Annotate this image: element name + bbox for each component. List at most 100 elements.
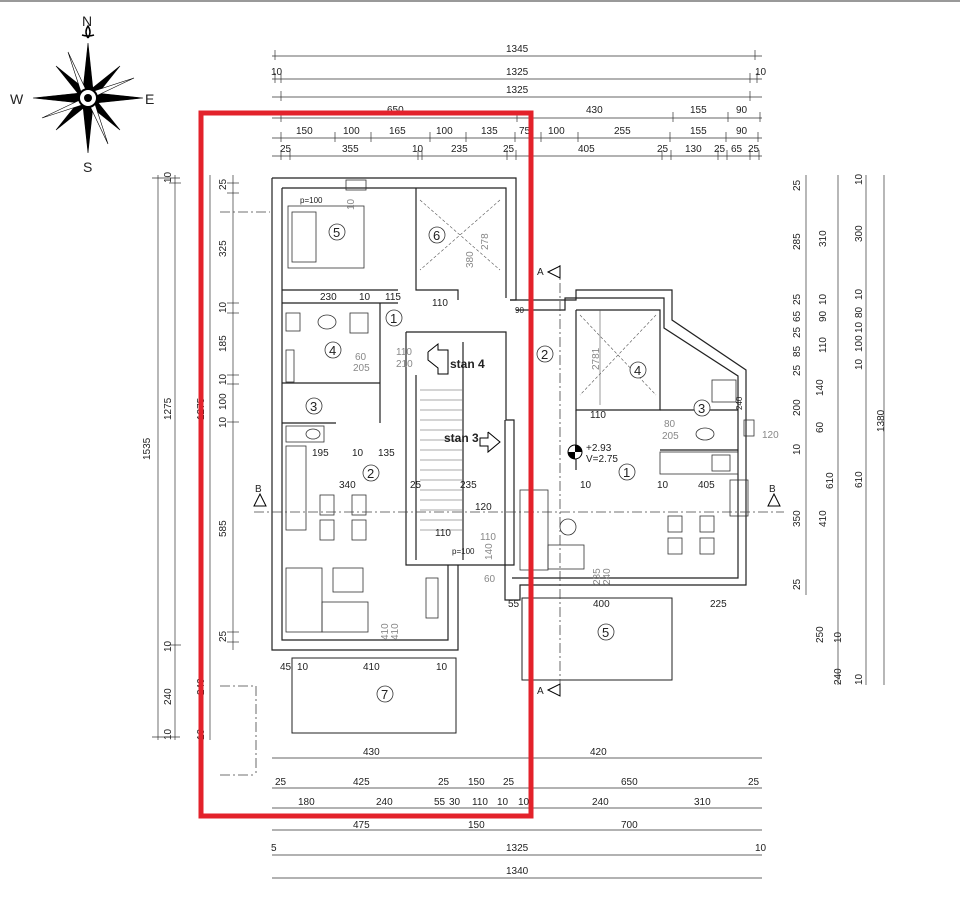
interior-dimensions-part: 225 (710, 599, 727, 610)
interior-dimensions-part: 135 (378, 448, 395, 459)
left-dimension-text-part: 25 (218, 178, 229, 190)
right-dimension-text-part: 85 (792, 345, 803, 357)
compass-s: S (83, 159, 92, 175)
interior-dimensions-part: 235 (460, 480, 477, 491)
room-markers (305, 223, 711, 703)
interior-dimensions-part: 10 (580, 480, 592, 491)
top-dimension-text-part: 130 (685, 144, 702, 155)
interior-dimensions-part: 10 (436, 662, 448, 673)
room-7: 7 (381, 687, 388, 702)
right-unit-furniture-part (659, 451, 739, 475)
interior-dimensions-part: 10 (657, 480, 669, 491)
interior-dimensions-part: 110 (480, 532, 496, 543)
bottom-dimension-text-part: 25 (275, 777, 287, 788)
bottom-dimension-text-part: 650 (621, 777, 638, 788)
bottom-dimension-text-part: 420 (590, 747, 607, 758)
right-unit-furniture-part (547, 544, 585, 570)
right-dimension-text-part: 65 (792, 310, 803, 322)
left-dimension-lines (152, 175, 239, 740)
top-dimension-text-part: 100 (436, 126, 453, 137)
right-dimension-text-part: 350 (792, 510, 803, 527)
bottom-dimension-lines (272, 757, 762, 879)
interior-dimensions-part: 410 (363, 662, 380, 673)
top-dimension-text-part: 255 (614, 126, 631, 137)
left-dimension-text-part: 25 (218, 630, 229, 642)
left-unit-walls-part (271, 178, 459, 651)
left-dimension-text: 1535 10 1275 10 240 10 25 325 10 185 10 … (142, 171, 229, 740)
left-unit-furniture-part (287, 205, 365, 269)
top-dimension-ticks (274, 50, 761, 160)
right-unit-furniture-part (711, 379, 737, 403)
interior-dimensions-part: 60 (484, 574, 496, 585)
section-markers-part (546, 265, 561, 279)
room-5-left: 5 (333, 225, 340, 240)
room-markers-part (385, 309, 403, 327)
left-dimension-text-part: 100 (218, 393, 229, 410)
right-dimension-text-part: 100 (854, 335, 865, 352)
room-markers-part (324, 341, 342, 359)
compass-rose-icon: N S E W (10, 13, 154, 175)
right-unit-furniture-part (519, 489, 549, 571)
right-dimension-text-part: 10 (854, 173, 865, 185)
stan-3-arrow-part (479, 431, 501, 454)
interior-dimensions-part: 45 (280, 662, 292, 673)
highlight-rectangle (198, 110, 534, 819)
stan-4-arrow-part (427, 342, 449, 375)
right-dimension-text-part: 80 (854, 306, 865, 318)
bottom-dimension-text-part: 110 (472, 797, 488, 808)
interior-dims-vertical-part: 240 (735, 396, 744, 410)
left-dimension-text-part: 10 (218, 301, 229, 313)
right-dimension-text-part: 410 (818, 510, 829, 527)
room-1-left: 1 (390, 311, 397, 326)
left-unit-walls-part (405, 331, 515, 566)
interior-dimensions-part: 110 (432, 298, 448, 309)
left-unit-walls-part (282, 187, 507, 298)
left-stairs-part (419, 199, 501, 271)
right-unit-furniture (519, 379, 755, 571)
right-dimension-text-part: 200 (792, 399, 803, 416)
bottom-dimension-text-part: 700 (621, 820, 638, 831)
top-dimension-text-part: 155 (690, 105, 707, 116)
top-dimension-text-part: 25 (657, 144, 669, 155)
interior-dimensions-part: 110 (590, 410, 606, 421)
right-unit-furniture-part (729, 479, 749, 517)
right-dimension-text-part: 10 (854, 358, 865, 370)
right-dimension-text-part: 610 (825, 472, 836, 489)
right-unit-furniture-part (667, 515, 683, 533)
bottom-dimension-text-part: 25 (438, 777, 450, 788)
interior-dims-vertical-part: 278 (480, 233, 491, 250)
room-markers-part (536, 345, 554, 363)
bottom-dimension-text-part: 10 (755, 843, 767, 854)
interior-dims-vertical-part: 380 (465, 251, 476, 268)
left-unit-furniture-part (285, 312, 301, 332)
left-unit-furniture-part (319, 494, 335, 516)
bottom-dimension-text-part: 240 (376, 797, 393, 808)
interior-dimensions-part: 195 (312, 448, 329, 459)
right-dimension-lines (805, 175, 885, 685)
left-dimension-text-part: 10 (218, 416, 229, 428)
bottom-dimension-text-part: 150 (468, 820, 485, 831)
right-dimension-text-part: 10 (854, 673, 865, 685)
interior-dims-vertical-part: 10 (346, 198, 357, 210)
left-dimension-text-part: 585 (218, 520, 229, 537)
compass-rose-icon-part (84, 94, 92, 102)
bottom-dimension-text-part: 430 (363, 747, 380, 758)
right-dimension-text-part: 25 (792, 578, 803, 590)
left-dimension-text-part: 10 (163, 171, 174, 183)
section-b-left: B (255, 484, 262, 495)
left-dimension-text-part: 10 (163, 728, 174, 740)
right-unit-walls-part (575, 309, 661, 411)
level-text-2: V=2.75 (586, 454, 618, 465)
bottom-dimension-text-part: 1325 (506, 843, 529, 854)
bottom-dimension-text-part: 5 (271, 843, 277, 854)
balcony-5 (521, 597, 673, 681)
right-stairs (579, 310, 657, 405)
interior-dims-vertical-part: 410 (380, 623, 391, 640)
top-dimension-text-part: 25 (714, 144, 726, 155)
section-a-bottom: A (537, 686, 544, 697)
bottom-dimension-text-part: 1340 (506, 866, 529, 877)
right-dimension-text-part: 10 (833, 631, 844, 643)
stan-4-arrow (427, 342, 449, 375)
top-dimension-text-part: 10 (412, 144, 424, 155)
left-unit-furniture-part (285, 445, 307, 531)
